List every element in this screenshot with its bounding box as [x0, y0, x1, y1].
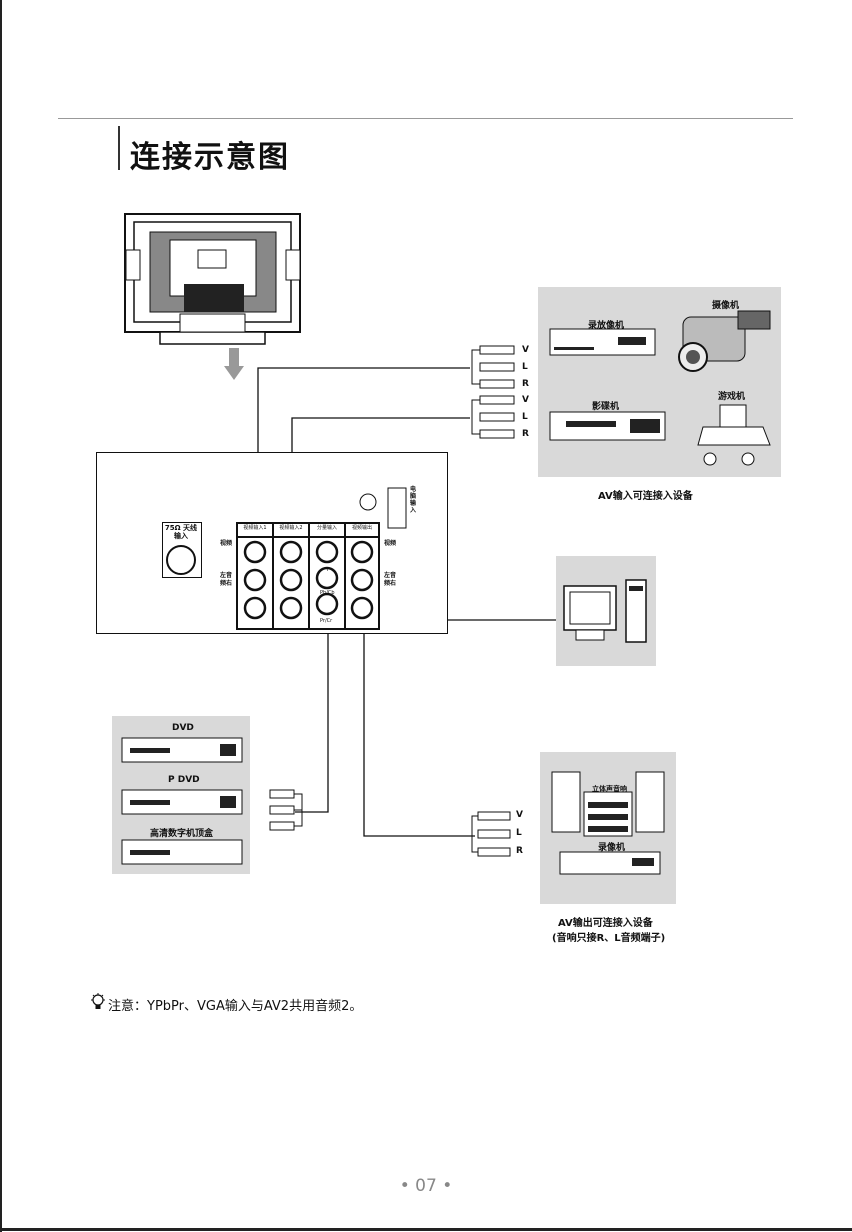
left-video-label: 视频 [220, 540, 233, 547]
title-accent-bar [118, 126, 120, 170]
hd-stb-label: 高清数字机顶盒 [150, 829, 214, 839]
component-plugs [269, 789, 303, 831]
av1-input-label: 视频输入1 [243, 525, 267, 531]
recorder-label: 录像机 [598, 843, 626, 853]
player-label: 录放像机 [588, 321, 625, 331]
dvd-label: DVD [172, 723, 194, 733]
av-output-label: 视频输出 [351, 525, 372, 531]
av-in-jack-r2: R [522, 429, 529, 439]
pr-label: Pr/Cr [320, 618, 333, 624]
down-arrow-icon [224, 348, 244, 380]
y-label: Y [326, 567, 330, 573]
left-audio-label: 左音频右 [220, 572, 233, 587]
pdvd-label: P DVD [168, 775, 200, 785]
antenna-jack-icon [166, 545, 196, 575]
av-in-jack-r1: R [522, 379, 529, 389]
av-out-jack-r: R [516, 846, 523, 856]
vga-input-label: 电脑输入 [410, 486, 417, 514]
page-number: • 07 • [399, 1176, 453, 1196]
av2-input-label: 视频输入2 [279, 525, 303, 531]
note-text: 注意：YPbPr、VGA输入与AV2共用音频2。 [108, 999, 363, 1014]
stereo-label: 立体声音响 [592, 785, 627, 793]
av-out-jack-l: L [516, 828, 522, 838]
vcd-label: 影碟机 [592, 402, 620, 412]
lightbulb-icon [91, 993, 105, 1009]
av-in-jack-l1: L [522, 362, 528, 372]
component-input-label: 分量输入 [316, 525, 337, 531]
pc-drawing [563, 579, 647, 643]
av-output-caption-2: (音响只接R、L音频端子) [552, 933, 666, 944]
av-input-plugs [471, 345, 515, 439]
av-out-jack-v: V [516, 810, 523, 820]
page-title: 连接示意图 [130, 140, 290, 175]
pb-label: Pb/Cb [320, 590, 335, 596]
component-devices-drawing [121, 737, 243, 865]
vga-port-icon [359, 487, 407, 529]
av-in-jack-v2: V [522, 395, 529, 405]
av-output-caption-1: AV输出可连接入设备 [558, 918, 653, 929]
av-output-devices-drawing [551, 771, 665, 875]
av-output-plugs [471, 811, 511, 857]
antenna-input-label: 75Ω 天线输入 [164, 524, 198, 540]
camcorder-label: 摄像机 [712, 301, 740, 311]
right-audio-label: 左音频右 [384, 572, 397, 587]
game-console-label: 游戏机 [718, 392, 746, 402]
av-in-jack-l2: L [522, 412, 528, 422]
page-bottom-border [0, 1228, 852, 1231]
av-input-devices-drawing [549, 310, 771, 466]
header-rule [58, 118, 793, 119]
av-in-jack-v1: V [522, 345, 529, 355]
av-input-caption: AV输入可连接入设备 [598, 491, 693, 502]
page-left-border [0, 0, 2, 1232]
tv-rear-illustration [124, 213, 301, 345]
jack-block [236, 522, 380, 630]
right-video-label: 视频 [384, 540, 397, 547]
